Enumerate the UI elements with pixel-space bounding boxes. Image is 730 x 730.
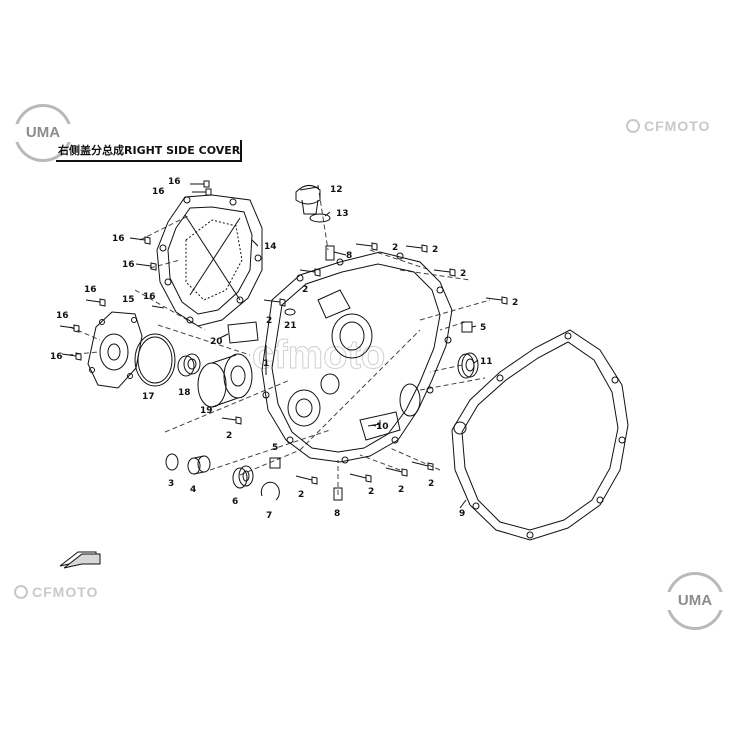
part-5-dowel-right: [461, 321, 473, 333]
part-9-gasket: [451, 329, 629, 541]
callout-2: 2: [392, 243, 398, 253]
callout-10: 10: [376, 422, 389, 432]
part-6-bearing: [232, 465, 254, 489]
callout-16: 16: [112, 234, 125, 244]
part-5-dowel-bottom: [269, 457, 281, 469]
part-3-circlip: [165, 453, 179, 471]
callout-13: 13: [336, 209, 349, 219]
part-14-clutch-cover: [156, 194, 263, 327]
callout-19: 19: [200, 406, 213, 416]
callout-2: 2: [298, 490, 304, 500]
callout-labels: 1 2 2 2 2 2 2 2 2 2 2 2 3 4 5 5 6 7 8 8 …: [50, 177, 518, 521]
callout-5: 5: [272, 443, 278, 453]
callout-16: 16: [168, 177, 181, 187]
callout-2: 2: [512, 298, 518, 308]
part-8-dowel-bottom: [333, 487, 343, 501]
cfmoto-logo-text: CFMOTO: [32, 584, 99, 600]
projection-lines: [67, 184, 491, 495]
callout-8: 8: [334, 509, 340, 519]
forward-arrow-icon: [59, 551, 101, 569]
part-17-o-ring: [134, 333, 176, 387]
part-4-bushing: [187, 455, 211, 475]
part-13-o-ring: [309, 213, 331, 223]
cfmoto-logo-top-right: CFMOTO: [626, 118, 710, 134]
callout-1: 1: [263, 359, 269, 369]
callout-7: 7: [266, 511, 272, 521]
uma-logo-text: UMA: [662, 592, 728, 610]
callout-17: 17: [142, 392, 155, 402]
callout-2: 2: [398, 485, 404, 495]
part-15-inner-cover: [87, 311, 143, 389]
part-17-o-ring-inner: [137, 336, 173, 384]
callout-11: 11: [480, 357, 493, 367]
callout-16: 16: [84, 285, 97, 295]
callout-9: 9: [459, 509, 465, 519]
callout-2: 2: [266, 316, 272, 326]
callout-3: 3: [168, 479, 174, 489]
cfmoto-mark-icon: [626, 119, 640, 133]
part-18-seal: [177, 353, 201, 377]
callout-2: 2: [368, 487, 374, 497]
callout-21: 21: [284, 321, 297, 331]
part-19-housing: [197, 353, 253, 408]
callout-16: 16: [143, 292, 156, 302]
part-12-filler-cap: [295, 185, 321, 215]
cfmoto-logo-bottom-left: CFMOTO: [14, 584, 98, 600]
callout-16: 16: [122, 260, 135, 270]
callout-15: 15: [122, 295, 135, 305]
callout-16: 16: [50, 352, 63, 362]
callout-5: 5: [480, 323, 486, 333]
bolts: [59, 180, 508, 485]
callout-2: 2: [460, 269, 466, 279]
callout-8: 8: [346, 251, 352, 261]
uma-logo-text: UMA: [10, 124, 76, 142]
leader-lines: [219, 186, 479, 509]
diagram-title: 右侧盖分总成RIGHT SIDE COVER: [56, 140, 242, 162]
callout-18: 18: [178, 388, 191, 398]
part-21-washer: [284, 308, 296, 316]
part-8-dowel-top: [325, 245, 335, 261]
cfmoto-logo-text: CFMOTO: [644, 118, 711, 134]
callout-2: 2: [428, 479, 434, 489]
uma-logo-bottom-right: UMA: [662, 572, 728, 630]
part-1-crankcase-cover: [261, 251, 453, 464]
callout-2: 2: [302, 285, 308, 295]
callout-14: 14: [264, 242, 277, 252]
part-7-snap-ring: [260, 481, 280, 501]
part-20-plate: [227, 321, 259, 344]
callout-4: 4: [190, 485, 196, 495]
callout-16: 16: [56, 311, 69, 321]
callout-16: 16: [152, 187, 165, 197]
callout-12: 12: [330, 185, 343, 195]
uma-logo-top-left: UMA: [10, 104, 76, 162]
callout-2: 2: [432, 245, 438, 255]
callout-2: 2: [226, 431, 232, 441]
cfmoto-mark-icon: [14, 585, 28, 599]
callout-20: 20: [210, 337, 223, 347]
part-11-oil-seal: [457, 352, 479, 379]
callout-6: 6: [232, 497, 238, 507]
